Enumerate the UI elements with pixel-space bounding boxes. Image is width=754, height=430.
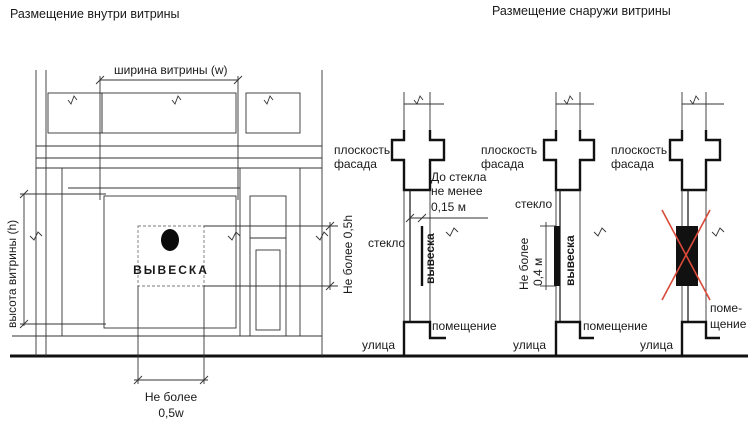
panel1-facade-line1: плоскость (334, 143, 390, 157)
outside-panel-3: плоскость фасада поме- щение улица (611, 92, 747, 356)
sign-width-dimension: Не более 0,5w (133, 286, 209, 420)
panel2-street-label: улица (513, 338, 546, 352)
panel1-distance-line3: 0,15 м (431, 200, 466, 214)
panel2-facade-line1: плоскость (481, 143, 537, 157)
panel1-room-label: помещение (432, 319, 497, 333)
panel1-distance-line2: не менее (431, 184, 483, 198)
panel1-facade-line2: фасада (334, 157, 377, 171)
heading-inside: Размещение внутри витрины (10, 7, 180, 21)
sign-max-width-line2: 0,5w (158, 406, 184, 420)
sign-max-width-line1: Не более (145, 390, 198, 404)
panel2-glass-label: стекло (515, 197, 553, 211)
window-width-dimension: ширина витрины (w) (95, 63, 243, 200)
panel3-facade-line2: фасада (611, 157, 654, 171)
panel3-room-line2: щение (710, 317, 747, 331)
sign-max-height-label: Не более 0,5h (341, 215, 355, 294)
sign-height-dimension: Не более 0,5h (204, 215, 355, 294)
panel2-max-line1: Не более (517, 237, 531, 290)
panel3-cross-line-2 (661, 209, 711, 301)
inside-sign: ВЫВЕСКА (133, 225, 209, 287)
panel1-sign-label: вывеска (423, 233, 437, 284)
window-height-dimension: высота витрины (h) (5, 189, 106, 329)
panel3-street-label: улица (640, 338, 673, 352)
panel2-sign-block (554, 226, 560, 286)
sign-logo-dot (161, 229, 179, 251)
heading-outside: Размещение снаружи витрины (492, 4, 671, 18)
panel3-room-line1: поме- (710, 301, 742, 315)
panel1-glass-label: стекло (368, 236, 406, 250)
outside-panel-1: плоскость фасада До стекла не менее 0,15… (334, 92, 497, 356)
window-height-label: высота витрины (h) (5, 220, 19, 328)
outside-panel-2: плоскость фасада стекло Не более 0,4 м в… (481, 92, 648, 356)
panel2-max-line2: 0,4 м (531, 258, 545, 286)
panel3-facade-line1: плоскость (611, 143, 667, 157)
panel1-street-label: улица (362, 338, 395, 352)
panel2-sign-label: вывеска (563, 235, 577, 286)
storefront-elevation (12, 70, 329, 356)
panel2-room-label: помещение (583, 319, 648, 333)
sign-text: ВЫВЕСКА (133, 263, 209, 277)
panel1-distance-line1: До стекла (431, 170, 487, 184)
window-width-label: ширина витрины (w) (114, 63, 228, 77)
panel2-facade-line2: фасада (481, 157, 524, 171)
